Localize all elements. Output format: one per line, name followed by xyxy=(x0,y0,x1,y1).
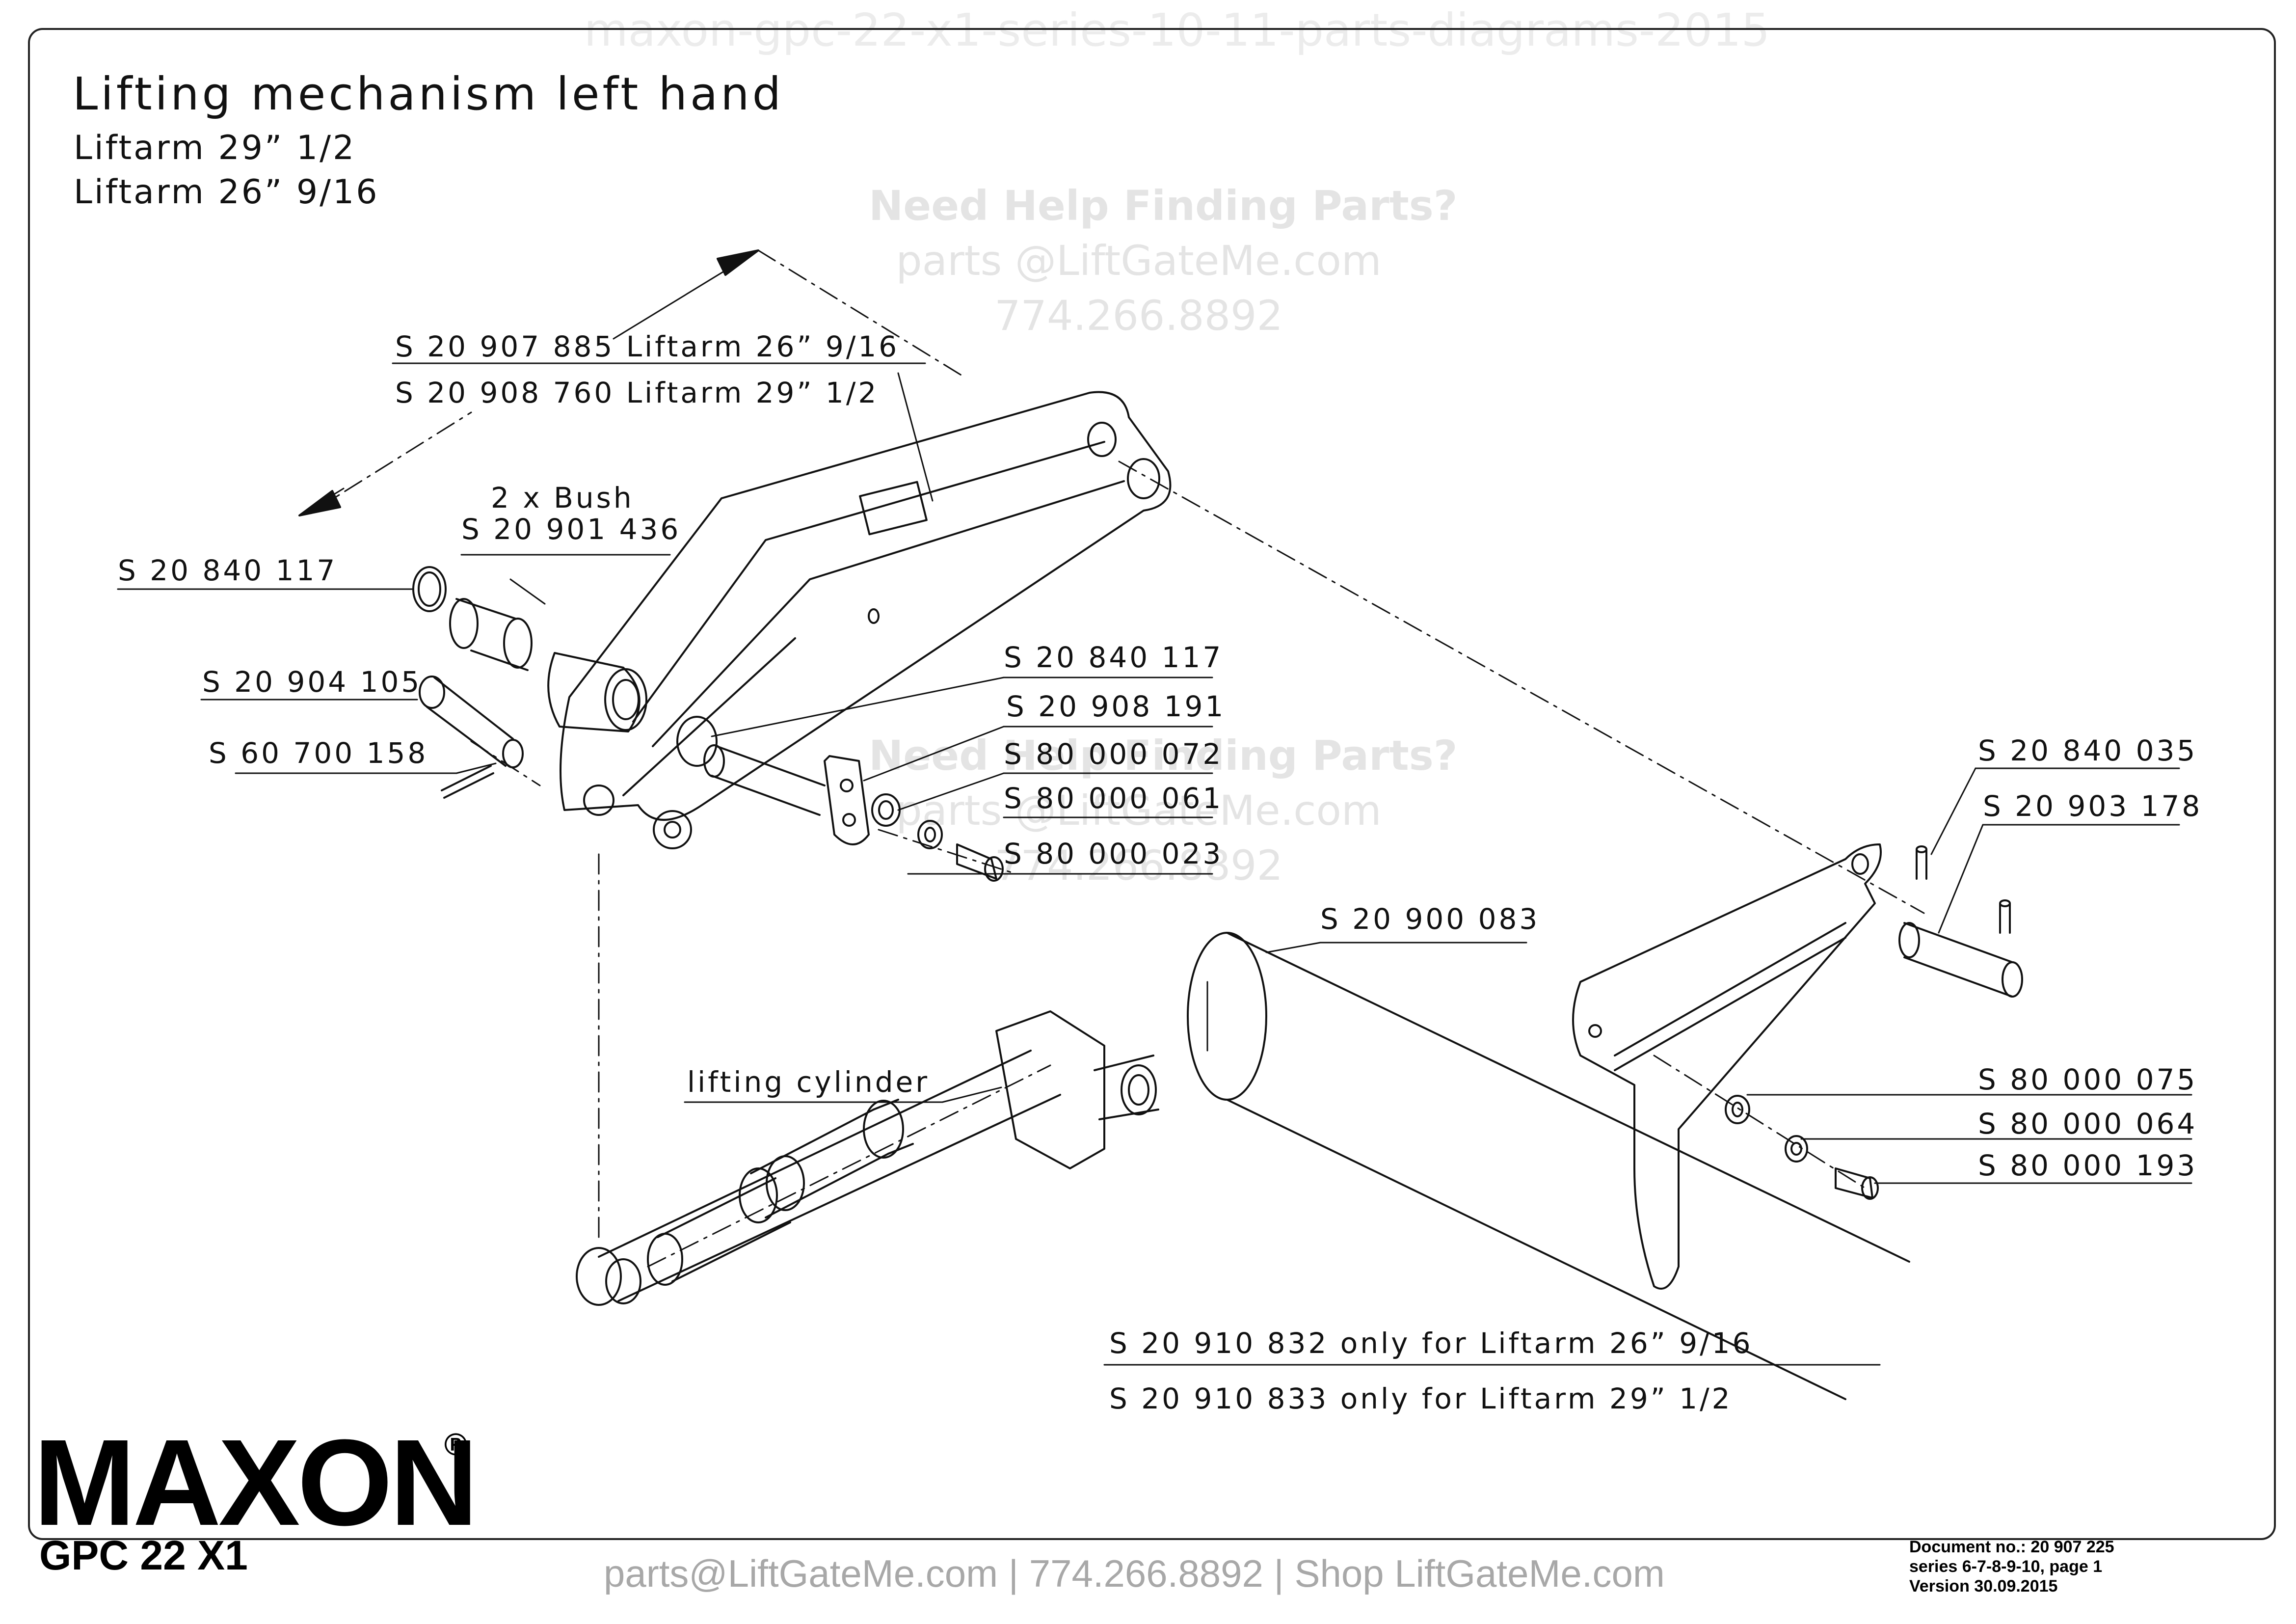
bracket-part xyxy=(1572,843,1882,1290)
help-watermark-upper: Need Help Finding Parts? parts @LiftGate… xyxy=(869,182,1458,340)
label-lifting-cylinder: lifting cylinder xyxy=(687,1065,930,1099)
help-email: parts @LiftGateMe.com xyxy=(896,237,1382,285)
help-heading-2: Need Help Finding Parts? xyxy=(869,731,1458,780)
washer-064 xyxy=(1785,1135,1808,1163)
lifting-cylinder xyxy=(576,1010,1159,1306)
label-bush-part: S 20 901 436 xyxy=(461,513,681,546)
leader-lines xyxy=(117,362,2192,1366)
washer-072 xyxy=(871,793,901,827)
document-number: Document no.: 20 907 225 xyxy=(1909,1538,2114,1556)
label-washer-061: S 80 000 061 xyxy=(1004,782,1224,815)
small-pin-right xyxy=(1999,899,2011,934)
label-bracket-29: S 20 910 833 only for Liftarm 29” 1/2 xyxy=(1109,1382,1733,1415)
page-title: Lifting mechanism left hand xyxy=(73,68,784,120)
help-phone: 774.266.8892 xyxy=(994,292,1283,340)
left-pin xyxy=(419,676,524,799)
tube-part xyxy=(1187,932,1910,1400)
washer-075 xyxy=(1725,1095,1750,1124)
subtitle-liftarm-26: Liftarm 26” 9/16 xyxy=(74,173,379,212)
label-liftarm-29: S 20 908 760 Liftarm 29” 1/2 xyxy=(395,376,879,409)
label-washer-064: S 80 000 064 xyxy=(1978,1107,2198,1140)
label-bolt-193: S 80 000 193 xyxy=(1978,1149,2198,1182)
dimension-arrow-top xyxy=(717,249,759,276)
help-watermark-lower: Need Help Finding Parts? parts @LiftGate… xyxy=(869,731,1458,890)
alignment-axes xyxy=(313,249,1925,1268)
label-pin-right-small: S 20 840 035 xyxy=(1978,734,2198,767)
small-pin-left xyxy=(1916,845,1927,880)
top-watermark: maxon-gpc-22-x1-series-10-11-parts-diagr… xyxy=(584,4,1770,56)
document-version: Version 30.09.2015 xyxy=(1909,1577,2058,1596)
maxon-logo: MAXON xyxy=(33,1414,479,1551)
middle-oring xyxy=(676,716,718,767)
bolt-023 xyxy=(956,843,1004,882)
label-washer-075: S 80 000 075 xyxy=(1978,1063,2198,1096)
help-email-2: parts @LiftGateMe.com xyxy=(896,786,1382,835)
label-washer-072: S 80 000 072 xyxy=(1004,737,1224,771)
help-heading: Need Help Finding Parts? xyxy=(869,182,1458,230)
model-name: GPC 22 X1 xyxy=(39,1532,248,1578)
bolt-193 xyxy=(1835,1167,1879,1200)
label-oring-left: S 20 840 117 xyxy=(118,554,338,587)
label-cotter-left: S 60 700 158 xyxy=(209,736,428,770)
right-pin xyxy=(1898,922,2023,998)
label-liftarm-26: S 20 907 885 Liftarm 26” 9/16 xyxy=(395,330,900,363)
liftarm-part xyxy=(560,391,1172,849)
dimension-arrow-bottom xyxy=(298,490,341,516)
help-phone-2: 774.266.8892 xyxy=(994,841,1283,890)
footer-contact: parts@LiftGateMe.com | 774.266.8892 | Sh… xyxy=(604,1552,1665,1595)
middle-pin xyxy=(703,744,870,845)
label-pin-left: S 20 904 105 xyxy=(202,665,422,699)
registered-mark: ® xyxy=(444,1427,468,1462)
label-pin-right: S 20 903 178 xyxy=(1983,789,2203,823)
label-bolt-023: S 80 000 023 xyxy=(1004,837,1224,870)
label-oring-mid: S 20 840 117 xyxy=(1004,641,1224,674)
label-pin-mid: S 20 908 191 xyxy=(1006,690,1226,723)
left-oring xyxy=(412,566,447,612)
drawing-frame xyxy=(28,28,2276,1540)
bush-part xyxy=(449,598,533,671)
subtitle-liftarm-29: Liftarm 29” 1/2 xyxy=(74,129,356,167)
label-tube: S 20 900 083 xyxy=(1320,902,1540,936)
document-series: series 6-7-8-9-10, page 1 xyxy=(1909,1557,2103,1576)
washer-061 xyxy=(917,820,943,849)
bearing-block xyxy=(547,652,647,732)
label-bracket-26: S 20 910 832 only for Liftarm 26” 9/16 xyxy=(1109,1326,1753,1360)
label-bush-qty: 2 x Bush xyxy=(491,481,634,514)
